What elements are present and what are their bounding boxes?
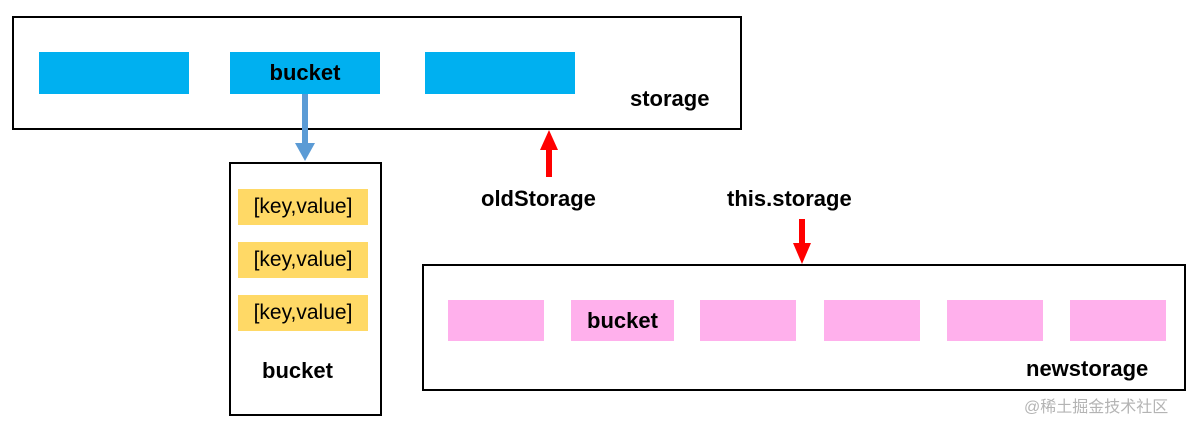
old-storage-arrow bbox=[540, 130, 558, 177]
this-storage-arrow bbox=[793, 219, 811, 264]
newstorage-box bbox=[422, 264, 1186, 391]
storage-block-3 bbox=[425, 52, 575, 94]
bucket-entry-2-text: [key,value] bbox=[253, 248, 353, 271]
newstorage-label: newstorage bbox=[1026, 356, 1149, 381]
storage-block-1 bbox=[39, 52, 189, 94]
bucket-entry-1: [key,value] bbox=[238, 189, 368, 225]
newstorage-block-6 bbox=[1070, 300, 1166, 341]
newstorage-block-3 bbox=[700, 300, 796, 341]
newstorage-block-5 bbox=[947, 300, 1043, 341]
storage-label: storage bbox=[630, 86, 710, 111]
bucket-entry-1-text: [key,value] bbox=[253, 195, 353, 218]
this-storage-label: this.storage bbox=[727, 186, 852, 211]
storage-bucket-label: bucket bbox=[269, 60, 341, 85]
old-storage-label: oldStorage bbox=[481, 186, 596, 211]
newstorage-block-1 bbox=[448, 300, 544, 341]
bucket-entry-3-text: [key,value] bbox=[253, 301, 353, 324]
newstorage-block-bucket: bucket bbox=[571, 300, 674, 341]
newstorage-bucket-label: bucket bbox=[587, 307, 658, 333]
watermark-text: @稀土掘金技术社区 bbox=[1024, 399, 1169, 416]
newstorage-block-4 bbox=[824, 300, 920, 341]
bucket-detail-label: bucket bbox=[262, 358, 333, 383]
bucket-entry-2: [key,value] bbox=[238, 242, 368, 278]
storage-block-bucket: bucket bbox=[230, 52, 380, 94]
bucket-entry-3: [key,value] bbox=[238, 295, 368, 331]
